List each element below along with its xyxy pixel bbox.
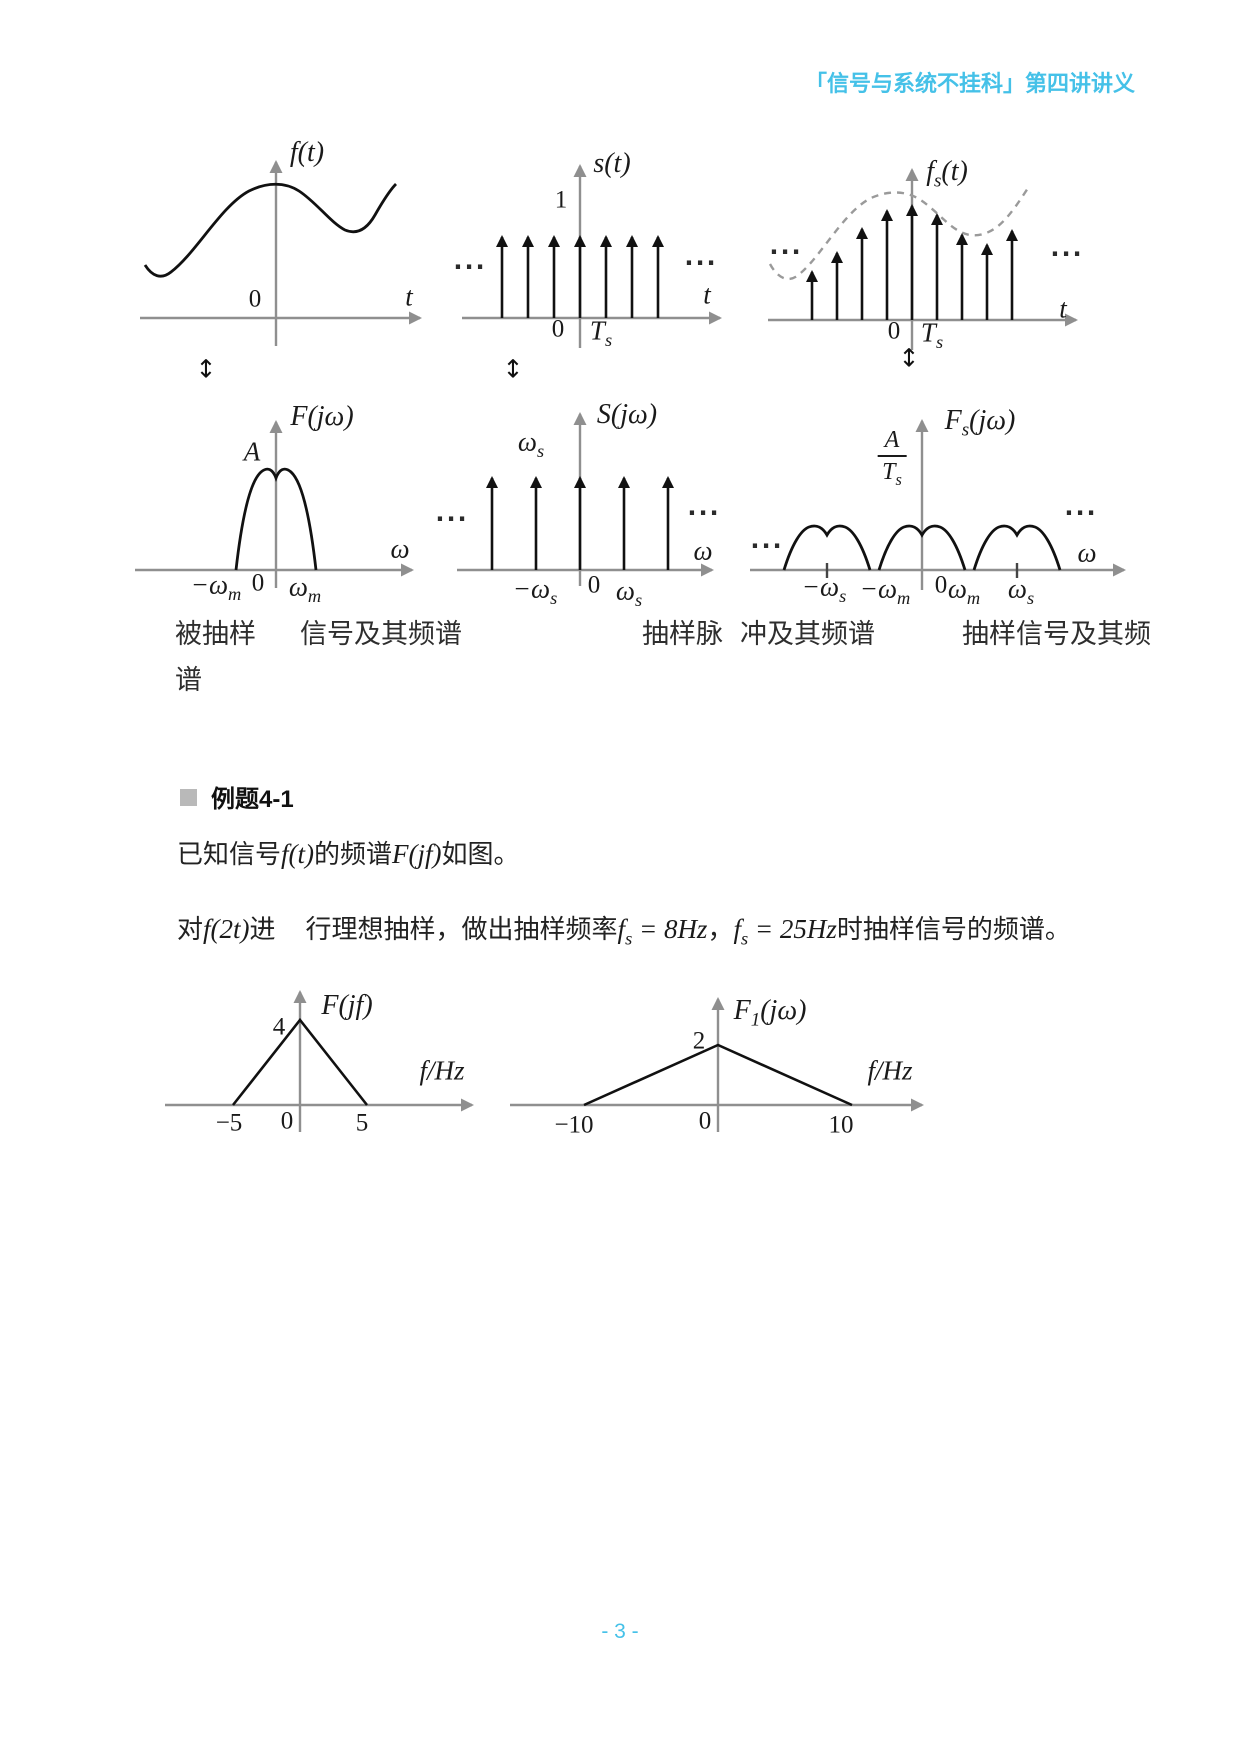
transform-arrow-icon: ↕	[898, 343, 920, 373]
panel-time-signal	[140, 160, 422, 346]
impulse-train-origin: 0	[551, 315, 565, 343]
example-line-2: 对f(2t)进行理想抽样，做出抽样频率fs = 8Hz，fs = 25Hz时抽样…	[177, 913, 1071, 949]
sampled-spectrum-neg-wm: −ωm	[859, 573, 911, 608]
signal-spectrum-xlabel: ω	[390, 533, 410, 564]
example-left-origin: 0	[280, 1107, 294, 1135]
sampled-spectrum-xlabel: ω	[1077, 537, 1097, 568]
sampled-spectrum-humps	[782, 524, 1062, 571]
caption-sampling-pulse: 抽样脉	[642, 619, 723, 649]
panel-train-spectrum	[457, 412, 714, 586]
example-right-triangle	[583, 1043, 853, 1107]
line1-math-ft: f(t)	[281, 839, 315, 869]
train-spectrum-origin: 0	[587, 571, 601, 599]
train-spectrum-impulses	[486, 476, 674, 570]
time-signal-xlabel: t	[405, 281, 413, 312]
example-heading: 例题4-1	[211, 786, 294, 813]
impulse-train-period: Ts	[589, 315, 613, 350]
sampled-signal-xlabel: t	[1059, 293, 1067, 324]
signal-spectrum-amplitude: A	[243, 436, 261, 467]
sampled-signal-envelope	[768, 184, 1031, 281]
impulse-train-dots-right: ···	[684, 249, 718, 277]
train-spectrum-ylabel: S(jω)	[596, 399, 658, 430]
example-left-xlabel: f/Hz	[419, 1055, 465, 1086]
signal-spectrum-hump	[234, 467, 318, 571]
page-header-title: 「信号与系统不挂科」第四讲讲义	[804, 71, 1135, 96]
example-right-peak: 2	[692, 1027, 706, 1055]
sampled-spectrum-ws: ωs	[1007, 573, 1035, 608]
line2-math-fs8: fs = 8Hz	[617, 914, 708, 949]
caption-sampled: 被抽样	[175, 619, 256, 649]
sampled-spectrum-dots-left: ···	[750, 532, 784, 560]
impulse-train-amplitude: 1	[554, 186, 568, 214]
train-spectrum-ws: ωs	[615, 575, 643, 610]
example-left-peak: 4	[272, 1013, 286, 1041]
line2-text: 时抽样信号的频谱。	[836, 914, 1071, 944]
signal-spectrum-origin: 0	[251, 569, 265, 597]
impulse-train-dots-left: ···	[453, 253, 487, 281]
sampled-signal-dots-right: ···	[1050, 240, 1084, 268]
sampled-spectrum-wm: ωm	[947, 573, 981, 608]
example-left-ylabel: F(jf)	[321, 990, 373, 1021]
line1-text: 已知信号	[177, 839, 282, 869]
sampled-spectrum-neg-ws: −ωs	[801, 571, 847, 606]
signal-spectrum-ylabel: F(jω)	[290, 401, 354, 432]
example-right-xlabel: f/Hz	[867, 1055, 913, 1086]
sampled-signal-ylabel: fs(t)	[926, 156, 968, 192]
train-spectrum-xlabel: ω	[693, 535, 713, 566]
line2-text: 对	[177, 914, 204, 944]
impulse-train-ylabel: s(t)	[593, 148, 631, 179]
sampled-signal-period: Ts	[920, 317, 944, 352]
caption-signal-spectrum: 信号及其频谱	[300, 619, 462, 649]
train-spectrum-dots-left: ···	[435, 505, 469, 533]
train-spectrum-dots-right: ···	[687, 499, 721, 527]
sampled-spectrum-amplitude-fraction: A Ts	[877, 428, 907, 489]
impulse-train-xlabel: t	[703, 279, 711, 310]
sampled-signal-impulses	[806, 204, 1018, 320]
transform-arrow-icon: ↕	[502, 354, 524, 384]
fraction-numerator: A	[877, 428, 907, 457]
line1-text: 的频谱	[314, 839, 393, 869]
train-spectrum-amplitude: ωs	[517, 426, 545, 461]
sampled-signal-origin: 0	[887, 317, 901, 345]
line2-text: 行理想抽样，做出抽样频率	[305, 914, 618, 944]
line1-math-Fjf: F(jf)	[392, 839, 442, 869]
signal-spectrum-neg-wm: −ωm	[190, 569, 242, 604]
signal-spectrum-wm: ωm	[288, 571, 322, 606]
fraction-denominator: Ts	[882, 459, 902, 489]
example-bullet-icon	[180, 789, 197, 806]
train-spectrum-neg-ws: −ωs	[512, 573, 558, 608]
example-left-triangle	[231, 1017, 369, 1106]
example-right-xmax: 10	[828, 1111, 854, 1139]
example-left-xmax: 5	[355, 1109, 369, 1137]
impulse-train-impulses	[496, 235, 664, 318]
line2-text: 进	[249, 914, 276, 944]
caption-sampled-spectrum: 抽样信号及其频	[962, 619, 1151, 649]
panel-signal-spectrum	[135, 420, 414, 588]
page-number: - 3 -	[601, 1620, 639, 1643]
transform-arrow-icon: ↕	[195, 354, 217, 384]
line2-math-fs25: fs = 25Hz	[733, 914, 837, 949]
example-right-origin: 0	[698, 1107, 712, 1135]
caption-pulse-spectrum: 冲及其频谱	[740, 619, 875, 649]
sampled-spectrum-dots-right: ···	[1064, 499, 1098, 527]
line2-math-f2t: f(2t)	[203, 914, 250, 944]
example-left-xmin: −5	[215, 1109, 243, 1137]
sampled-signal-dots-left: ···	[769, 238, 803, 266]
line2-text: ，	[707, 914, 734, 944]
example-right-xmin: −10	[554, 1111, 594, 1139]
example-line-1: 已知信号f(t)的频谱F(jf)如图。	[177, 838, 520, 872]
caption-wrap: 谱	[175, 665, 202, 695]
time-signal-origin: 0	[248, 285, 262, 313]
line1-text: 如图。	[441, 839, 520, 869]
time-signal-curve	[143, 182, 398, 278]
sampled-spectrum-origin: 0	[934, 571, 948, 599]
example-right-ylabel: F1(jω)	[733, 995, 807, 1031]
time-signal-ylabel: f(t)	[289, 137, 325, 168]
sampled-spectrum-ylabel: Fs(jω)	[944, 405, 1016, 441]
